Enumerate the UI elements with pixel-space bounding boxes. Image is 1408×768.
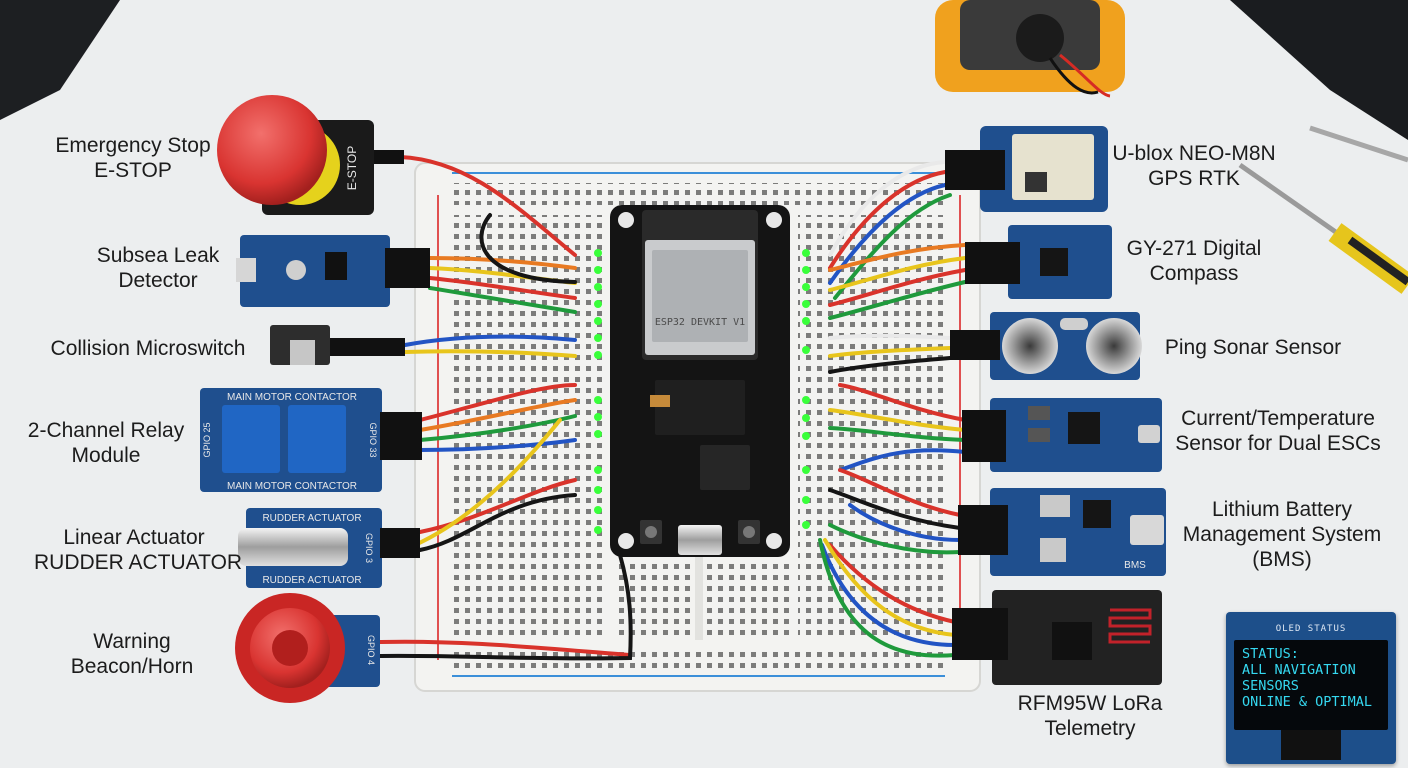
- esp32-left-leds: [594, 249, 602, 534]
- esp32-devkit: ESP32 DEVKIT V1: [594, 205, 810, 557]
- relay-gpio-left: GPIO 25: [202, 422, 212, 457]
- screwdriver-2: [1309, 125, 1408, 163]
- oled-line: SENSORS: [1242, 678, 1299, 694]
- compass-module: [965, 225, 1112, 299]
- gps-module: [945, 126, 1108, 212]
- keyboard-corner: [0, 0, 120, 120]
- emergency-stop-button: E-STOP: [217, 95, 404, 215]
- oled-display: OLED STATUS STATUS: ALL NAVIGATION SENSO…: [1226, 612, 1396, 764]
- relay-gpio-right: GPIO 33: [368, 422, 378, 457]
- warning-beacon: GPIO 4: [235, 593, 380, 703]
- relay-bottom-text: MAIN MOTOR CONTACTOR: [227, 481, 357, 492]
- oled-screen: STATUS: ALL NAVIGATION SENSORS ONLINE & …: [1234, 640, 1388, 730]
- screwdriver: [1238, 162, 1408, 294]
- esp32-right-leds: [802, 249, 810, 529]
- relay-module: MAIN MOTOR CONTACTOR MAIN MOTOR CONTACTO…: [200, 388, 422, 492]
- beacon-gpio: GPIO 4: [366, 635, 376, 665]
- actuator-bottom-text: RUDDER ACTUATOR: [262, 575, 361, 586]
- lora-module: [952, 590, 1162, 685]
- bms-marking: BMS: [1124, 560, 1146, 571]
- label-sonar: Ping Sonar Sensor: [1164, 336, 1342, 359]
- actuator-top-text: RUDDER ACTUATOR: [262, 513, 361, 524]
- oled-header: OLED STATUS: [1275, 624, 1347, 634]
- current-temp-module: [962, 398, 1162, 472]
- oled-ribbon: [1281, 730, 1341, 760]
- estop-side-text: E-STOP: [345, 146, 359, 190]
- relay-top-text: MAIN MOTOR CONTACTOR: [227, 392, 357, 403]
- oled-line: ONLINE & OPTIMAL: [1242, 694, 1373, 710]
- actuator-gpio: GPIO 3: [364, 533, 374, 563]
- sonar-module: [950, 312, 1142, 380]
- oled-line: STATUS:: [1242, 646, 1299, 662]
- esp32-module-label: ESP32 DEVKIT V1: [655, 317, 745, 328]
- bms-module: BMS: [958, 488, 1166, 576]
- multimeter: [935, 0, 1125, 98]
- laptop-corner: [1230, 0, 1408, 140]
- collision-microswitch: [270, 325, 405, 365]
- right-wires: [818, 160, 967, 658]
- label-collision-switch: Collision Microswitch: [50, 337, 246, 360]
- oled-line: ALL NAVIGATION: [1242, 662, 1356, 678]
- linear-actuator-module: RUDDER ACTUATOR RUDDER ACTUATOR GPIO 3: [238, 508, 420, 588]
- leak-detector-module: [236, 235, 430, 307]
- left-wires: [378, 155, 633, 661]
